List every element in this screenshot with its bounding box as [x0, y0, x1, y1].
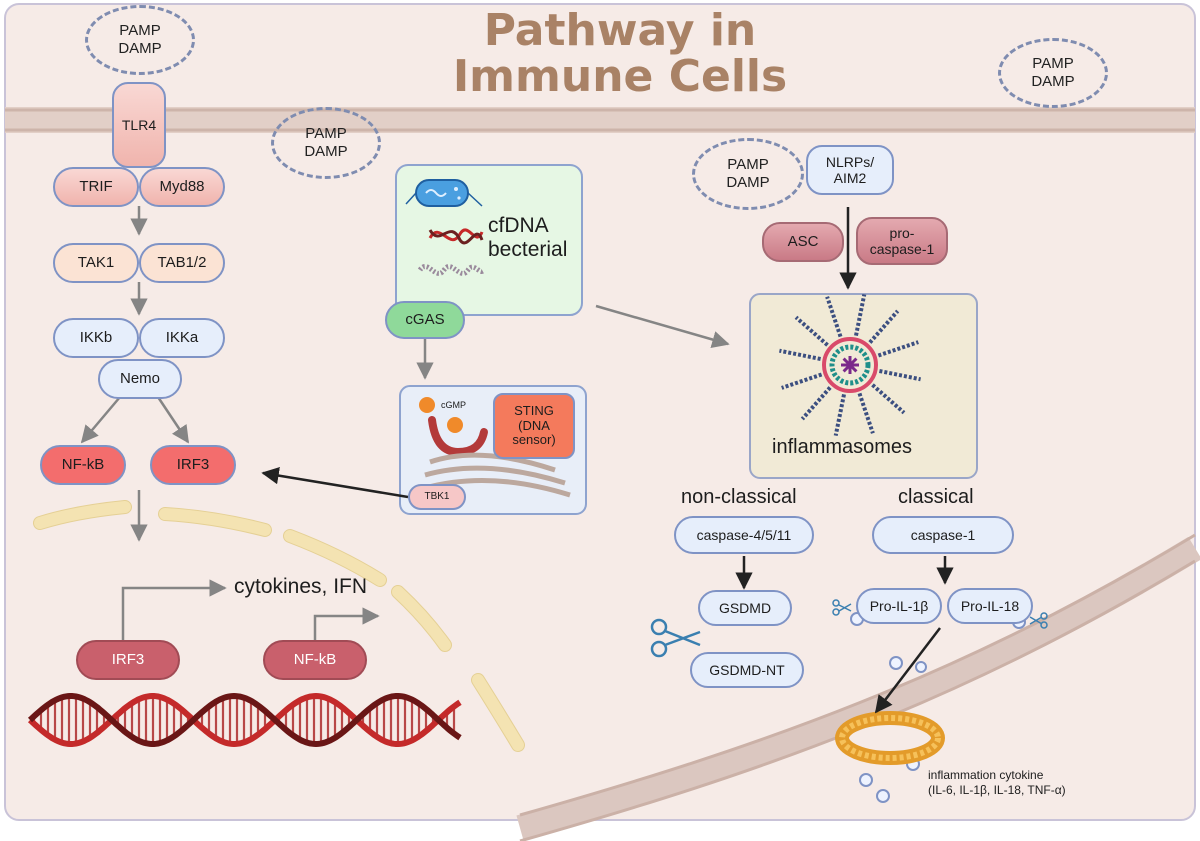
nlrps-aim2-node: NLRPs/ AIM2 [806, 145, 894, 195]
asc-filament [833, 394, 846, 436]
cytokines-ifn-label: cytokines, IFN [234, 575, 368, 598]
asc-ring [829, 344, 871, 386]
caspase-core [848, 357, 858, 367]
gsdmd-node: GSDMD [698, 590, 792, 626]
cgmp-icon [419, 397, 488, 457]
pro-il-18-node: Pro-IL-18 [947, 588, 1033, 624]
scissors-icon [650, 618, 701, 658]
arrow-nemo-irf3 [156, 396, 190, 444]
inflammasomes-label: inflammasomes [772, 436, 913, 458]
asc-filament [871, 383, 906, 415]
plasma-membrane [5, 107, 1195, 133]
classical-label: classical [898, 486, 974, 508]
nfkb-node: NF-kB [40, 445, 126, 485]
asc-filament [825, 296, 843, 338]
asc-filament [879, 369, 921, 382]
tlr4-receptor: TLR4 [112, 82, 166, 168]
trif-node: TRIF [53, 167, 139, 207]
cfdna-label: cfDNA becterial [488, 214, 568, 262]
nemo-node: Nemo [98, 359, 182, 399]
scissors-icon-small [832, 599, 852, 616]
irf3-transcription-factor: IRF3 [76, 640, 180, 680]
dna-strand [27, 692, 462, 748]
asc-filament [857, 392, 875, 434]
asc-filament [854, 294, 867, 336]
dna-helix [27, 692, 462, 748]
asc-filament [868, 309, 900, 344]
ikkb-node: IKKb [53, 318, 139, 358]
pathway-arrows [80, 206, 954, 714]
asc-filament [877, 340, 919, 358]
tab12-node: TAB1/2 [139, 243, 225, 283]
inflammation-cytokine-label: inflammation cytokine (IL-6, IL-1β, IL-1… [928, 768, 1066, 797]
non-classical-label: non-classical [681, 486, 797, 508]
bacterium-icon [405, 179, 483, 207]
scissors-icon-small-right [1029, 612, 1048, 629]
arrow-cfdna-inflammasome [595, 304, 730, 349]
sting-node: STING (DNA sensor) [493, 393, 575, 459]
inflammasome-complex-icon [779, 294, 921, 436]
myd88-node: Myd88 [139, 167, 225, 207]
ikka-node: IKKa [139, 318, 225, 358]
cgas-node: cGAS [385, 301, 465, 339]
caspase-4-5-11-node: caspase-4/5/11 [674, 516, 814, 554]
caspase-1-node: caspase-1 [872, 516, 1014, 554]
pro-il-1b-node: Pro-IL-1β [856, 588, 942, 624]
arrow-nfkb-transcription [313, 607, 380, 640]
gsdmd-nt-node: GSDMD-NT [690, 652, 804, 688]
gasdermin-pore-icon [835, 711, 945, 765]
asc-filament [779, 348, 821, 361]
asc-node: ASC [762, 222, 844, 262]
dna-strand [27, 692, 462, 748]
nfkb-transcription-factor: NF-kB [263, 640, 367, 680]
tbk1-node: TBK1 [408, 484, 466, 510]
dna-icon [428, 228, 484, 245]
tak1-node: TAK1 [53, 243, 139, 283]
arrow-proil-release [874, 627, 941, 714]
cgmp-label: cGMP [441, 400, 467, 410]
arrow-nemo-nfkb [80, 396, 121, 444]
asc-filament [794, 315, 829, 347]
asc-filament [781, 372, 823, 390]
nucleus-envelope [33, 500, 525, 752]
nlrp-ring [822, 337, 878, 393]
irf3-node: IRF3 [150, 445, 236, 485]
asc-filament [800, 386, 832, 421]
arrow-irf3-transcription [121, 579, 227, 640]
diagram-title: Pathway in Immune Cells [452, 5, 788, 103]
pro-caspase-1-node: pro- caspase-1 [856, 217, 948, 265]
arrow-tbk1-irf3 [261, 466, 409, 499]
